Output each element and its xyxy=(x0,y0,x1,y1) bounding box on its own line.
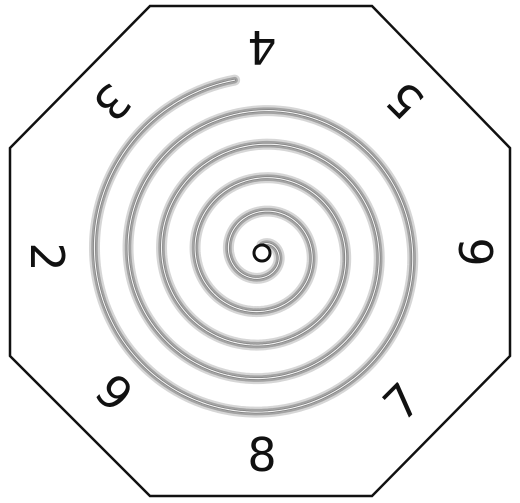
dial-number-right: 6 xyxy=(450,237,504,266)
dial-number-bottom: 8 xyxy=(247,428,276,482)
center-hole xyxy=(254,245,270,261)
dial-number-left: 2 xyxy=(20,242,74,271)
dial-number-top: 4 xyxy=(247,20,276,74)
